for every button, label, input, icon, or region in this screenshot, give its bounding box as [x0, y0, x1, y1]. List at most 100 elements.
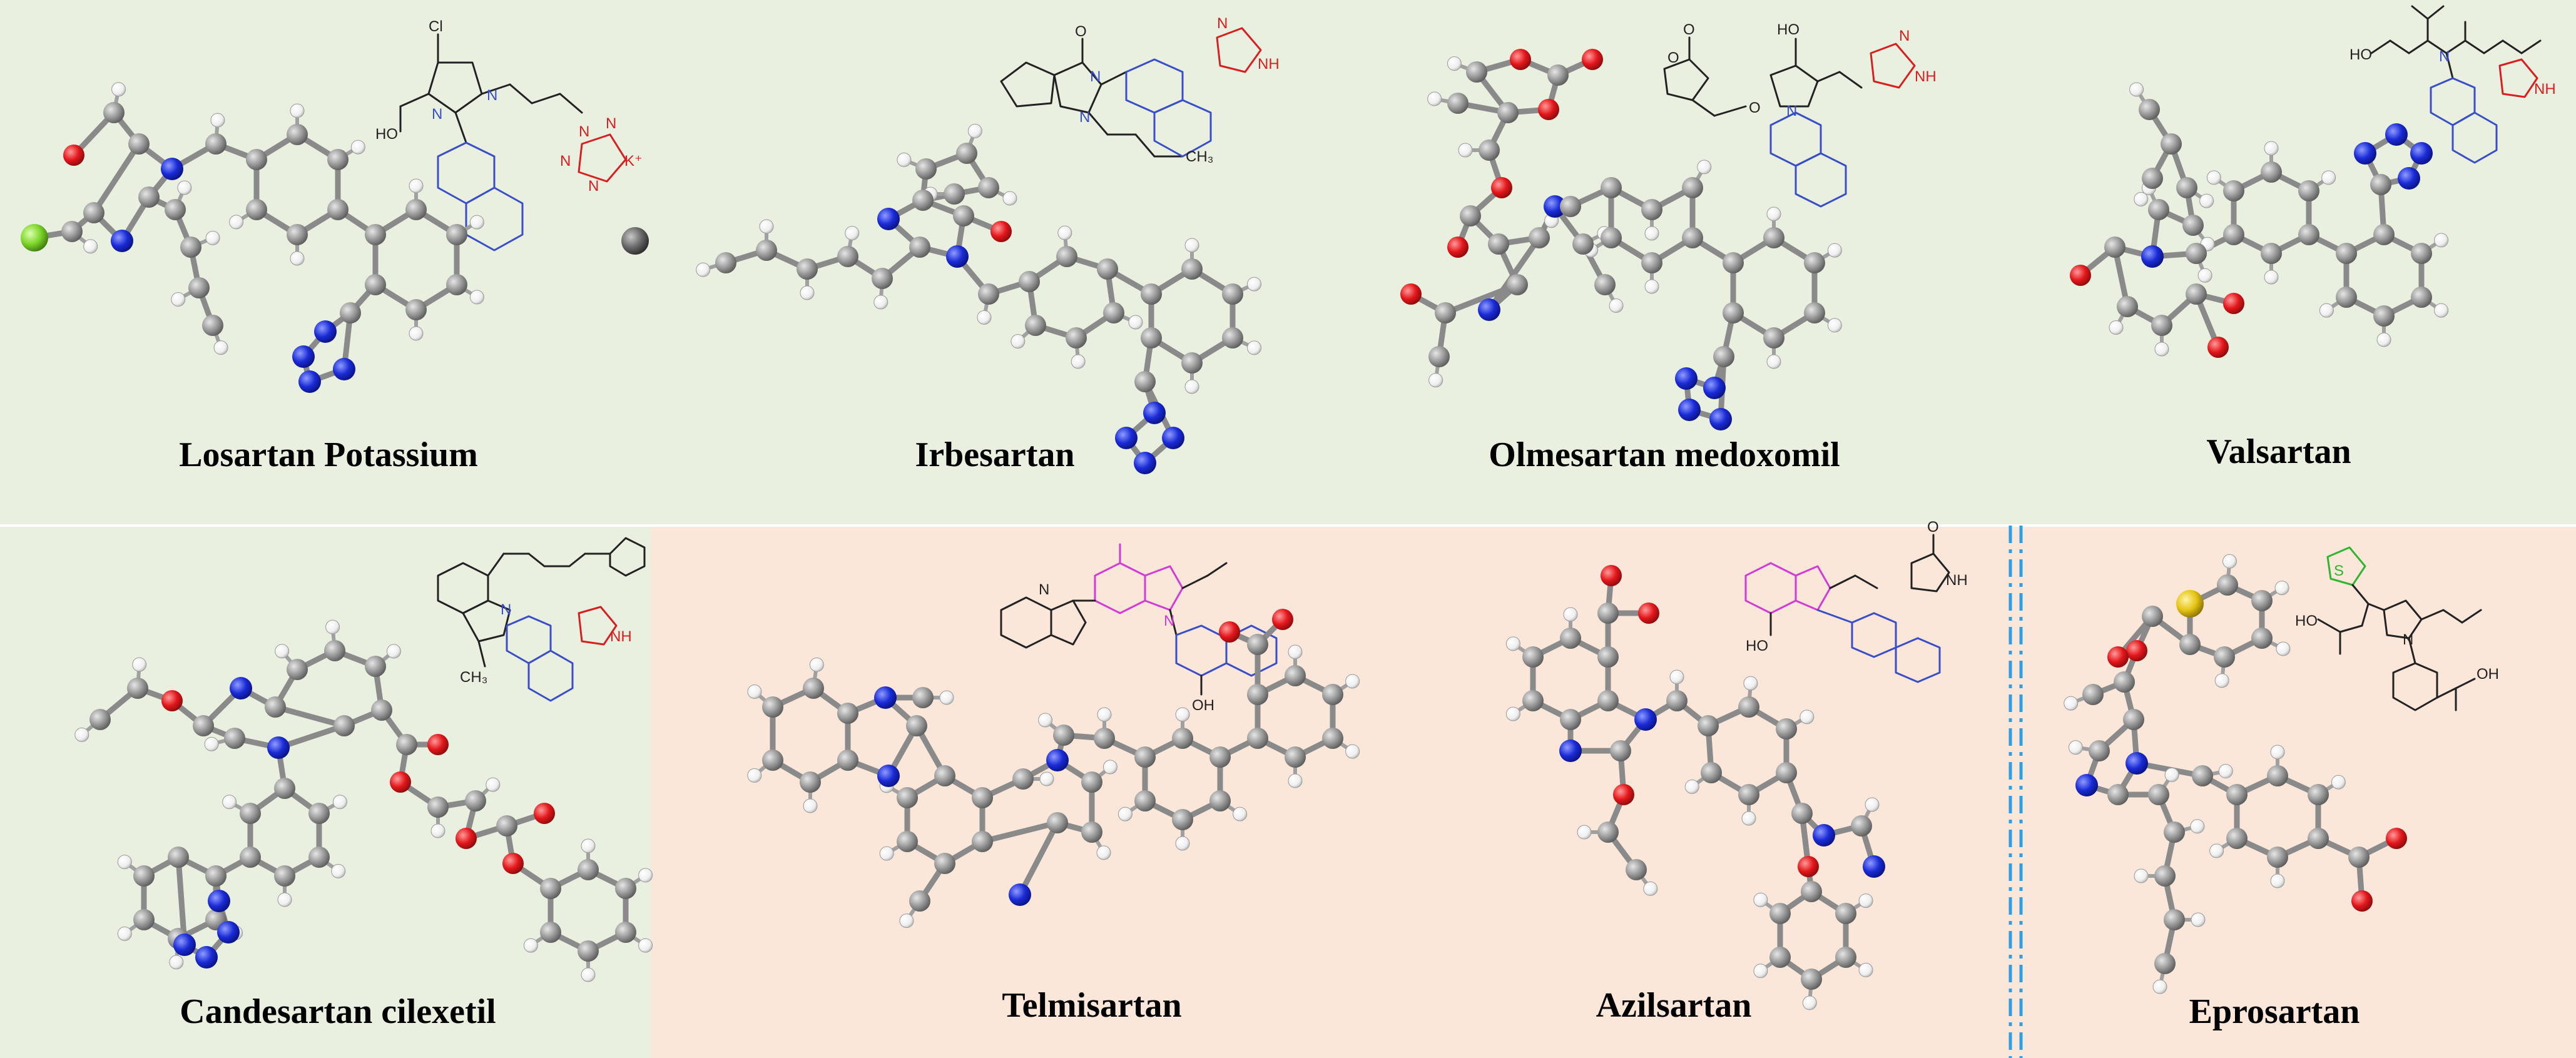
valsartan-carbon-atom [2186, 283, 2207, 305]
valsartan-carbon-atom [2373, 224, 2395, 245]
losartan-hydrogen-atom [469, 290, 484, 305]
candesartan-carbon-atom [224, 728, 245, 749]
olmesartan-label-nh: NH [1915, 68, 1937, 85]
eprosartan-oxygen-atom [2107, 646, 2129, 668]
irbesartan-hydrogen-atom [1184, 238, 1199, 253]
valsartan-carbon-atom [2182, 215, 2204, 236]
candesartan-hydrogen-atom [638, 868, 653, 883]
eprosartan-hydrogen-atom [2270, 873, 2285, 888]
azilsartan-carbon-atom [1801, 881, 1822, 902]
valsartan-carbon-atom [2104, 237, 2125, 258]
irbesartan-carbon-atom [1025, 315, 1046, 336]
eprosartan-hydrogen-atom [2164, 767, 2179, 782]
irbesartan-hydrogen-atom [897, 152, 912, 167]
olmesartan-carbon-atom [1529, 227, 1550, 248]
candesartan-hydrogen-atom [331, 863, 346, 878]
candesartan-hydrogen-atom [117, 855, 132, 870]
telmisartan-hydrogen-atom [1345, 744, 1360, 759]
valsartan-carbon-atom [2336, 287, 2357, 308]
azilsartan-hydrogen-atom [1858, 893, 1873, 908]
eprosartan-name: Eprosartan [2189, 992, 2360, 1031]
azilsartan-bond [1799, 810, 1815, 895]
candesartan-name: Candesartan cilexetil [180, 992, 496, 1031]
azilsartan-carbon-atom [1560, 628, 1581, 649]
irbesartan-oxygen-atom [990, 221, 1012, 242]
losartan-carbon-atom [405, 299, 427, 320]
azilsartan-skeletal-formula: HO NH O [1744, 519, 1968, 683]
telmisartan-carbon-atom [1247, 728, 1268, 749]
candesartan-oxygen-atom [427, 734, 449, 755]
telmisartan-carbon-atom [972, 831, 993, 852]
azilsartan-carbon-atom [1597, 603, 1619, 624]
candesartan-hydrogen-atom [74, 727, 89, 742]
telmisartan-hydrogen-atom [803, 798, 818, 813]
olmesartan-carbon-atom [1804, 302, 1825, 323]
telmisartan-hydrogen-atom [939, 690, 954, 705]
azilsartan-carbon-atom [1560, 709, 1581, 730]
irbesartan-hydrogen-atom [1002, 191, 1017, 206]
irbesartan-carbon-atom [1103, 302, 1124, 323]
olmesartan-nitrogen-atom [1478, 298, 1500, 321]
losartan-panel: Cl HO N N N N N N K⁺ Losartan Potassium [21, 18, 649, 474]
irbesartan-hydrogen-atom [1184, 379, 1199, 394]
valsartan-hydrogen-atom [2206, 170, 2221, 185]
valsartan-name: Valsartan [2206, 432, 2351, 471]
candesartan-carbon-atom [365, 656, 386, 677]
irbesartan-label-nh: NH [1258, 56, 1280, 73]
azilsartan-hydrogen-atom [1669, 669, 1684, 684]
olmesartan-name: Olmesartan medoxomil [1489, 435, 1840, 474]
azilsartan-carbon-atom [1738, 696, 1759, 718]
azilsartan-panel: HO NH O Azilsartan [1505, 519, 1968, 1025]
candesartan-nitrogen-atom [173, 933, 196, 956]
eprosartan-hydrogen-atom [2214, 673, 2229, 688]
telmisartan-carbon-atom [1322, 684, 1343, 705]
valsartan-nitrogen-atom [2354, 142, 2376, 165]
azilsartan-oxygen-atom [1601, 565, 1622, 586]
irbesartan-hydrogen-atom [845, 226, 860, 241]
candesartan-oxygen-atom [456, 828, 477, 849]
eprosartan-nitrogen-atom [2125, 752, 2148, 775]
irbesartan-hydrogen-atom [1071, 354, 1086, 369]
olmesartan-hydrogen-atom [1827, 243, 1842, 258]
losartan-bond [91, 141, 142, 216]
irbesartan-hydrogen-atom [1011, 334, 1026, 349]
irbesartan-carbon-atom [956, 143, 977, 164]
losartan-label-n2: N [487, 87, 497, 104]
eprosartan-carbon-atom [2164, 909, 2185, 930]
valsartan-nitrogen-atom [2141, 245, 2164, 268]
azilsartan-hydrogen-atom [1802, 995, 1817, 1010]
candesartan-hydrogen-atom [117, 926, 132, 941]
olmesartan-nitrogen-atom [1675, 367, 1698, 390]
eprosartan-hydrogen-atom [2191, 912, 2206, 927]
irbesartan-3d-model [696, 123, 1262, 474]
irbesartan-panel: O N N N NH CH₃ Irbesartan [696, 15, 1280, 474]
candesartan-carbon-atom [274, 865, 295, 887]
candesartan-carbon-atom [274, 778, 295, 799]
losartan-carbon-atom [365, 224, 386, 245]
losartan-label-tz-n4: N [588, 178, 599, 195]
candesartan-bond [275, 723, 347, 751]
eprosartan-label-oh: OH [2477, 666, 2499, 683]
candesartan-carbon-atom [265, 696, 286, 718]
telmisartan-carbon-atom [1209, 746, 1231, 768]
telmisartan-carbon-atom [897, 787, 918, 808]
losartan-nitrogen-atom [314, 320, 337, 343]
losartan-hydrogen-atom [290, 251, 305, 266]
telmisartan-carbon-atom [1134, 790, 1156, 811]
candesartan-oxygen-atom [161, 690, 183, 711]
irbesartan-hydrogen-atom [759, 219, 774, 234]
losartan-hydrogen-atom [409, 178, 424, 193]
telmisartan-carbon-atom [1172, 809, 1193, 830]
candesartan-carbon-atom [578, 859, 599, 880]
losartan-hydrogen-atom [409, 326, 424, 341]
olmesartan-carbon-atom [1601, 227, 1622, 248]
valsartan-carbon-atom [2176, 177, 2197, 198]
losartan-3d-model [21, 82, 649, 393]
losartan-carbon-atom [246, 149, 267, 170]
losartan-carbon-atom [446, 274, 467, 295]
candesartan-hydrogen-atom [638, 938, 653, 953]
eprosartan-hydrogen-atom [2274, 581, 2289, 596]
candesartan-hydrogen-atom [275, 644, 290, 659]
eprosartan-carbon-atom [2348, 847, 2370, 868]
